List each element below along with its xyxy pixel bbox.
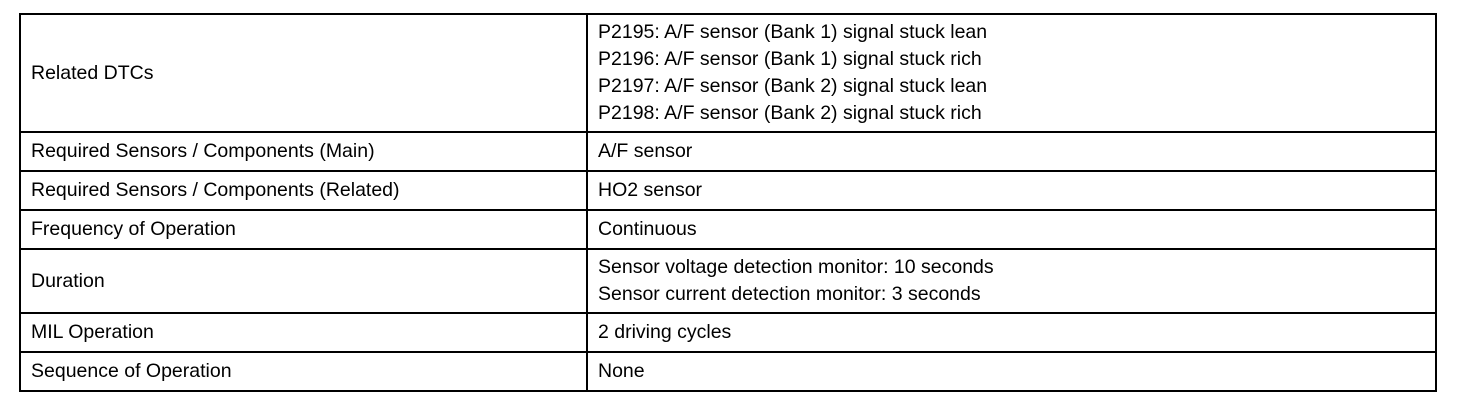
row-label: Frequency of Operation — [19, 209, 588, 250]
row-value: Sensor voltage detection monitor: 10 sec… — [586, 248, 1437, 314]
row-value: P2195: A/F sensor (Bank 1) signal stuck … — [586, 13, 1437, 133]
value-line: A/F sensor — [598, 140, 693, 162]
dtc-item: P2198: A/F sensor (Bank 2) signal stuck … — [598, 102, 982, 124]
row-value: A/F sensor — [586, 131, 1437, 172]
table-row-sequence-of-operation: Sequence of Operation None — [19, 351, 1437, 392]
row-label: MIL Operation — [19, 312, 588, 353]
value-line: None — [598, 360, 645, 382]
row-label: Required Sensors / Components (Main) — [19, 131, 588, 172]
dtc-item: P2195: A/F sensor (Bank 1) signal stuck … — [598, 21, 988, 43]
dtc-item: P2196: A/F sensor (Bank 1) signal stuck … — [598, 48, 982, 70]
table-row-required-sensors-related: Required Sensors / Components (Related) … — [19, 170, 1437, 211]
row-value: HO2 sensor — [586, 170, 1437, 211]
row-value: Continuous — [586, 209, 1437, 250]
table-row-duration: Duration Sensor voltage detection monito… — [19, 248, 1437, 314]
row-value: None — [586, 351, 1437, 392]
dtc-item: P2197: A/F sensor (Bank 2) signal stuck … — [598, 75, 988, 97]
table-row-required-sensors-main: Required Sensors / Components (Main) A/F… — [19, 131, 1437, 172]
row-label: Sequence of Operation — [19, 351, 588, 392]
value-line: 2 driving cycles — [598, 321, 732, 343]
value-line: HO2 sensor — [598, 179, 703, 201]
row-value: 2 driving cycles — [586, 312, 1437, 353]
monitor-description-table: Related DTCs P2195: A/F sensor (Bank 1) … — [19, 13, 1437, 392]
value-line: Sensor voltage detection monitor: 10 sec… — [598, 256, 994, 278]
row-label: Required Sensors / Components (Related) — [19, 170, 588, 211]
table-row-mil-operation: MIL Operation 2 driving cycles — [19, 312, 1437, 353]
row-label: Related DTCs — [19, 13, 588, 133]
table-row-related-dtcs: Related DTCs P2195: A/F sensor (Bank 1) … — [19, 13, 1437, 133]
value-line: Sensor current detection monitor: 3 seco… — [598, 283, 981, 305]
row-label: Duration — [19, 248, 588, 314]
table-row-frequency-of-operation: Frequency of Operation Continuous — [19, 209, 1437, 250]
value-line: Continuous — [598, 218, 697, 240]
